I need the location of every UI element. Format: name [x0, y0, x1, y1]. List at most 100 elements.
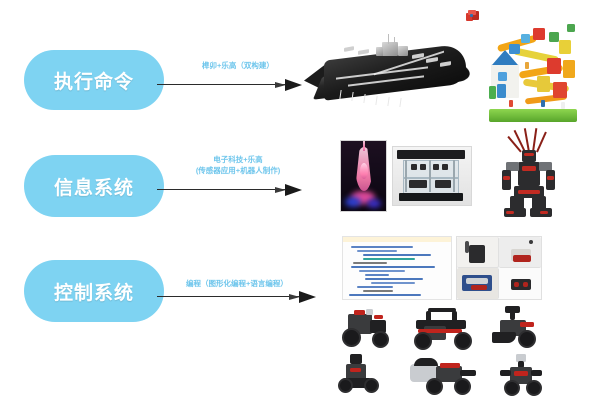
smarthome-pillar: [453, 160, 455, 192]
ev3-red-part: [350, 368, 361, 372]
carrier-deck-rail: [363, 94, 366, 103]
ev3-canopy: [414, 358, 438, 366]
arrow-row2: [157, 184, 307, 196]
code-line: [357, 250, 397, 252]
tower-glow-blue: [345, 197, 361, 207]
aircraft-carrier-model: [304, 34, 478, 112]
robot-arm-accent: [503, 176, 510, 180]
ev3-robot: [336, 306, 398, 348]
carrier-deck-rail: [399, 98, 402, 107]
robot-antenna-spike: [523, 128, 530, 153]
lego-minifigure: [525, 62, 529, 69]
node-execute-command[interactable]: 执行命令: [24, 50, 164, 110]
ev3-wheel: [372, 331, 389, 348]
code-line: [353, 262, 387, 264]
carrier-mast: [388, 34, 390, 44]
ev3-wheel: [426, 378, 443, 395]
ev3-scoop: [492, 332, 516, 343]
carrier-mast: [394, 37, 396, 45]
smarthome-pillar: [405, 160, 407, 192]
ev3-robot: [496, 354, 552, 396]
code-line: [365, 274, 389, 276]
lego-brick: [563, 60, 575, 78]
robot-arm: [546, 170, 555, 190]
canton-tower-waist: [359, 163, 368, 179]
carrier-jet: [358, 49, 369, 55]
robot-chest-accent: [522, 166, 536, 171]
ev3-neck: [518, 361, 524, 368]
robot-foot-accent: [540, 211, 548, 214]
carrier-island-tower: [398, 46, 408, 56]
code-line: [365, 278, 423, 280]
arrow-row3-head: [299, 291, 316, 303]
lego-minifigure: [561, 102, 565, 109]
grid-robot: [529, 240, 533, 244]
ev3-white-shell: [410, 364, 436, 382]
lego-door: [497, 84, 506, 98]
arrow-caption-row2-line1: 电子科技+乐高: [213, 155, 263, 164]
lego-base-plate: [489, 109, 577, 122]
ev3-robot-gallery: [330, 306, 580, 396]
ev3-arm: [452, 311, 457, 322]
arrow-row1-head: [285, 79, 302, 91]
smarthome-sensor-module: [411, 164, 417, 170]
arrow-row2-shaft: [157, 189, 291, 191]
ev3-sensor: [366, 309, 373, 315]
robot-head-accent: [524, 153, 534, 156]
code-line: [363, 290, 393, 292]
robot-foot-accent: [506, 211, 514, 214]
ev3-robot: [490, 306, 552, 348]
ev3-frame: [416, 320, 466, 329]
lego-brick: [549, 32, 559, 42]
lego-bush: [489, 86, 496, 99]
grid-robot: [469, 245, 485, 263]
lego-brick: [553, 82, 567, 98]
node-control-system[interactable]: 控制系统: [24, 260, 164, 322]
cube-face: [468, 10, 476, 15]
small-red-cube: [466, 10, 479, 24]
code-line: [371, 282, 415, 284]
code-line: [357, 286, 393, 288]
ev3-arm: [500, 370, 511, 376]
arrow-row3-head-inner: [289, 293, 300, 300]
node-execute-command-label: 执行命令: [53, 71, 134, 93]
code-line: [363, 254, 431, 256]
smarthome-pillar: [429, 160, 431, 192]
cube-face: [472, 11, 479, 20]
carrier-jet: [344, 46, 354, 52]
ev3-wheel: [454, 332, 472, 350]
arrow-row1: [157, 79, 307, 91]
arrow-row1-head-inner: [275, 81, 286, 88]
carrier-island-tower: [382, 42, 398, 56]
ev3-wheel: [338, 378, 353, 393]
arrow-row1-shaft: [157, 84, 291, 86]
node-information-system-label: 信息系统: [53, 177, 134, 199]
ev3-robot: [408, 354, 480, 395]
robot-shoulder: [506, 162, 519, 171]
ev3-red-part: [514, 371, 528, 376]
robot-shoulder: [539, 162, 552, 171]
canton-tower-spire: [362, 141, 365, 151]
node-control-system-label: 控制系统: [53, 282, 134, 304]
code-line: [363, 258, 415, 260]
ev3-wheel: [504, 380, 520, 396]
ev3-arm: [426, 311, 431, 322]
carrier-deck-rail: [387, 97, 390, 106]
carrier-island-tower: [376, 47, 383, 56]
lego-minifigure: [541, 100, 545, 107]
arrow-row2-head: [285, 184, 302, 196]
node-information-system[interactable]: 信息系统: [24, 155, 164, 217]
ev3-wheel: [414, 332, 432, 350]
lego-brick: [537, 76, 550, 92]
ev3-robot: [410, 306, 476, 350]
arrow-caption-row3-line1: 编程（图形化编程+语言编程）: [186, 279, 288, 288]
ev3-motor: [370, 320, 386, 333]
ev3-brick-body: [436, 366, 462, 382]
ev3-mast: [510, 306, 515, 320]
red-black-humanoid-robot: [494, 128, 560, 220]
ev3-arm: [531, 370, 542, 376]
robot-hip-accent: [518, 190, 540, 194]
ev3-arm: [428, 308, 456, 312]
smarthome-base: [399, 193, 463, 201]
